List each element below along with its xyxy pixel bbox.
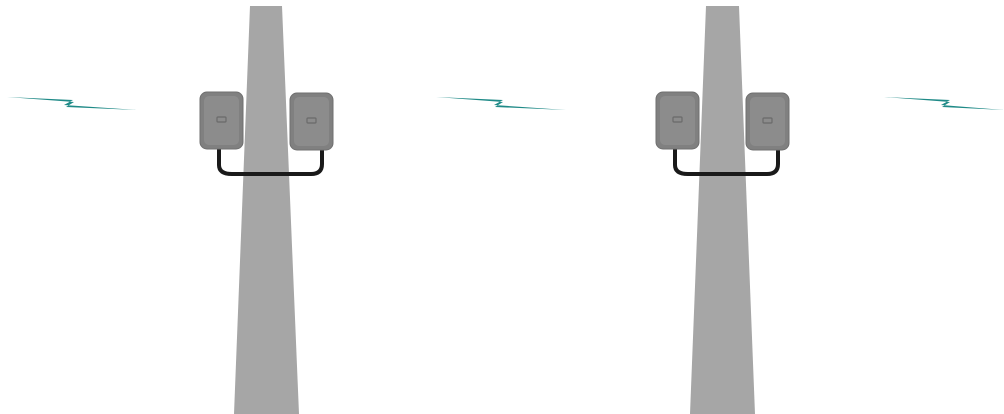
radio-unit-right bbox=[746, 93, 789, 150]
radio-unit-left bbox=[656, 92, 699, 149]
radio-unit-left bbox=[200, 92, 243, 149]
radio-unit-right bbox=[290, 93, 333, 150]
